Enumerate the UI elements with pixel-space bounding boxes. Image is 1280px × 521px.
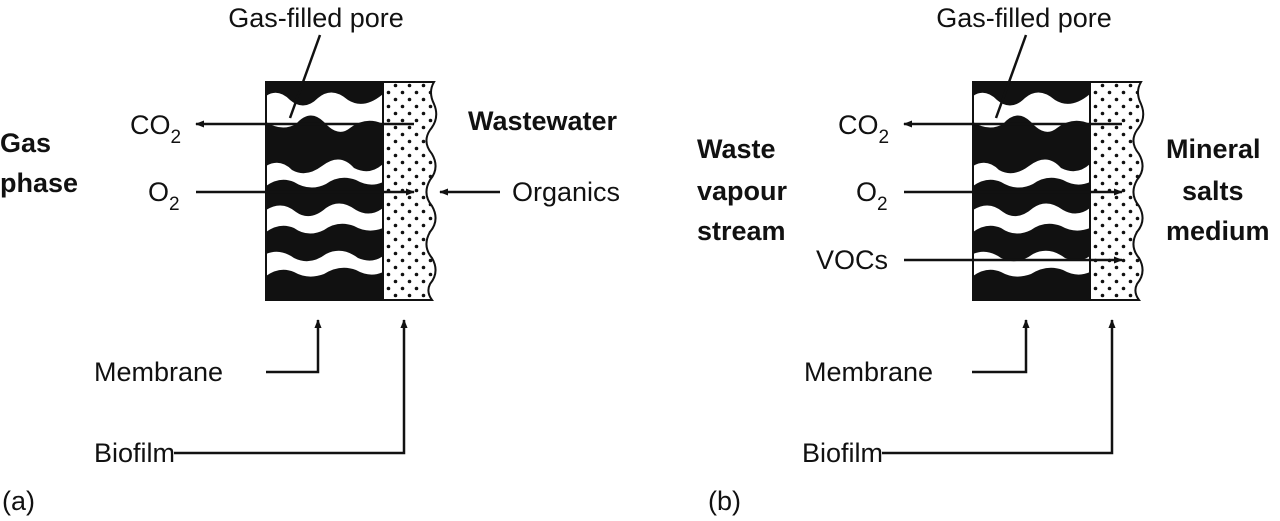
- biofilm-pointer-b: [882, 319, 1116, 455]
- membrane-label-b: Membrane: [804, 357, 933, 387]
- panel-a: Gas-filled pore CO2 O2 Organics Gas phas…: [0, 3, 620, 516]
- membrane-pointer-a: [266, 319, 322, 374]
- biofilm-label-a: Biofilm: [94, 438, 175, 468]
- panel-b: Gas-filled pore CO2 O2 VOCs Waste vapour…: [697, 3, 1270, 516]
- pore-leader-line-b: [994, 34, 1028, 119]
- mineral-salts-line1-b: Mineral: [1166, 134, 1261, 164]
- pore-leader-line-a: [288, 34, 322, 119]
- co2-label-b: CO2: [838, 110, 889, 148]
- pore-label-a: Gas-filled pore: [228, 3, 404, 33]
- co2-label-a: CO2: [130, 110, 181, 148]
- waste-vapour-line2-b: vapour: [697, 176, 788, 206]
- biofilm-label-b: Biofilm: [802, 438, 883, 468]
- o2-label-b: O2: [856, 177, 888, 215]
- panel-tag-b: (b): [708, 486, 741, 516]
- gas-phase-line1-a: Gas: [0, 128, 51, 158]
- pore-label-b: Gas-filled pore: [936, 3, 1112, 33]
- waste-vapour-line1-b: Waste: [697, 134, 776, 164]
- membrane-label-a: Membrane: [94, 357, 223, 387]
- mineral-salts-line3-b: medium: [1166, 216, 1270, 246]
- membrane-pointer-b: [972, 319, 1030, 374]
- waste-vapour-line3-b: stream: [697, 216, 786, 246]
- biofilm-pointer-a: [174, 319, 408, 455]
- panel-tag-a: (a): [2, 486, 35, 516]
- organics-label-a: Organics: [512, 177, 620, 207]
- gas-phase-line2-a: phase: [0, 168, 78, 198]
- vocs-label-b: VOCs: [816, 245, 888, 275]
- mineral-salts-line2-b: salts: [1182, 176, 1244, 206]
- o2-label-a: O2: [148, 177, 180, 215]
- wastewater-label-a: Wastewater: [468, 106, 618, 136]
